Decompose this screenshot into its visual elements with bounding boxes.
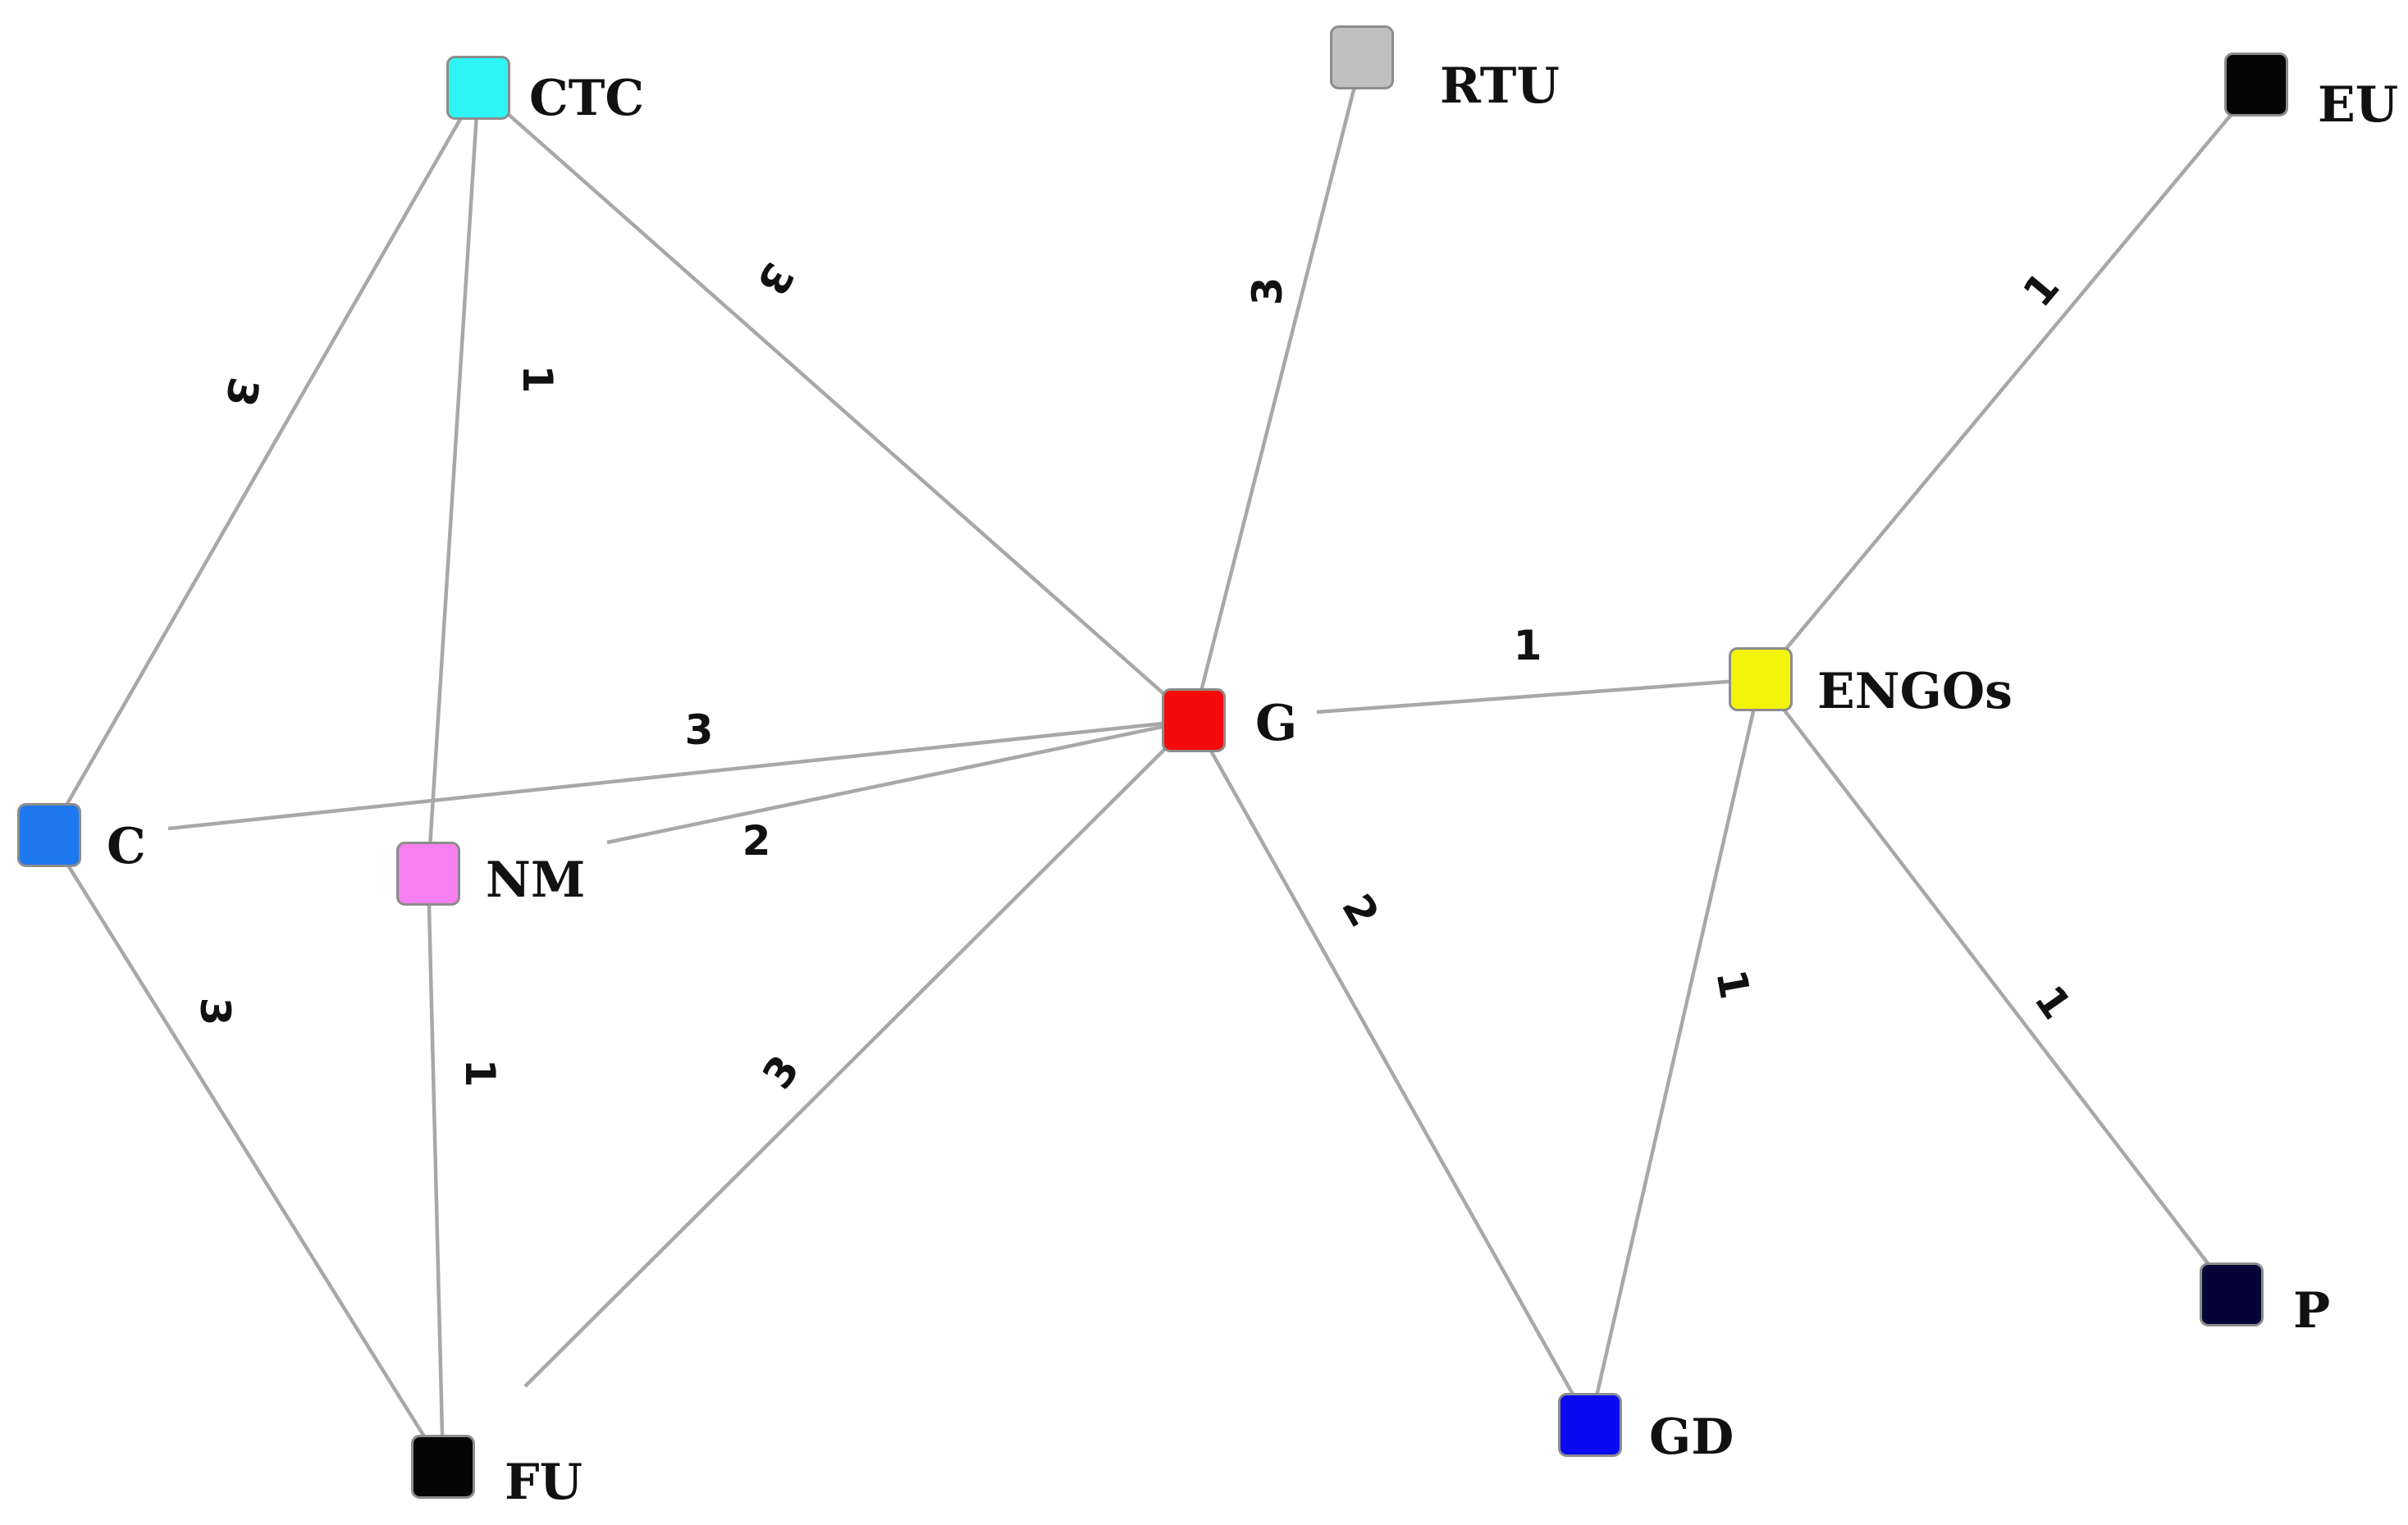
- edge-g-gd: [1192, 719, 1592, 1427]
- edge-weight-label: 1: [2025, 977, 2080, 1028]
- edge-weight-label: 3: [685, 706, 714, 754]
- edge-g-engos: [1316, 677, 1761, 715]
- edge-weight-label: 1: [514, 365, 561, 394]
- edge-ctc-nm: [426, 87, 481, 874]
- edge-weight-label: 3: [747, 254, 803, 303]
- edge-weight-labels: 3 1 3 3 1 1 3 2 3 1 3 2 1 1: [191, 254, 2081, 1097]
- node-square[interactable]: [1330, 25, 1394, 89]
- node-label: RTU: [1440, 57, 1560, 115]
- edge-rtu-g: [1191, 57, 1364, 721]
- node-label: G: [1255, 695, 1297, 752]
- node-square[interactable]: [2224, 53, 2288, 116]
- node-c[interactable]: C: [17, 803, 146, 876]
- node-gd[interactable]: GD: [1558, 1393, 1734, 1467]
- edge-weight-label: 3: [191, 998, 239, 1026]
- edge-weight-label: 2: [743, 817, 771, 865]
- node-rtu[interactable]: RTU: [1330, 25, 1560, 116]
- edge-engos-gd: [1588, 678, 1763, 1426]
- node-label: CTC: [529, 70, 644, 127]
- node-engos[interactable]: ENGOs: [1729, 647, 2013, 721]
- node-eu[interactable]: EU: [2224, 53, 2399, 135]
- node-nm[interactable]: NM: [396, 842, 586, 910]
- node-label: P: [2293, 1282, 2330, 1340]
- edge-c-fu: [48, 833, 445, 1468]
- node-square[interactable]: [1558, 1393, 1622, 1457]
- edge-ctc-g: [477, 86, 1195, 722]
- edge-ctc-c: [48, 86, 480, 837]
- edge-weight-label: 3: [753, 1047, 808, 1098]
- node-square[interactable]: [396, 842, 460, 906]
- node-label: ENGOs: [1817, 663, 2013, 720]
- node-square[interactable]: [446, 56, 510, 120]
- node-fu[interactable]: FU: [411, 1435, 583, 1512]
- node-label: EU: [2318, 76, 2398, 134]
- node-ctc[interactable]: CTC: [446, 56, 645, 128]
- edge-weight-label: 3: [216, 374, 267, 410]
- edge-weight-label: 2: [1332, 886, 1388, 934]
- node-square[interactable]: [411, 1435, 475, 1499]
- edge-engos-p: [1759, 678, 2233, 1296]
- edge-nm-g: [606, 718, 1195, 845]
- node-p[interactable]: P: [2200, 1262, 2331, 1340]
- edge-nm-fu: [426, 873, 446, 1468]
- edge-weight-label: 1: [1514, 622, 1542, 669]
- node-label: C: [107, 818, 146, 875]
- node-g[interactable]: G: [1162, 688, 1298, 753]
- edge-weight-label: 3: [1244, 277, 1291, 306]
- node-square[interactable]: [1729, 647, 1793, 711]
- edge-eu-engos: [1759, 83, 2258, 681]
- edge-weight-label: 1: [2014, 263, 2069, 316]
- edge-weight-label: 1: [1707, 966, 1758, 1002]
- node-square[interactable]: [17, 803, 81, 867]
- edges-layer: [48, 57, 2258, 1468]
- node-label: FU: [505, 1454, 583, 1511]
- node-square[interactable]: [1162, 688, 1226, 752]
- node-square[interactable]: [2200, 1262, 2264, 1326]
- edge-fu-g: [523, 719, 1195, 1388]
- edge-c-g: [167, 718, 1195, 831]
- node-label: GD: [1649, 1409, 1734, 1466]
- edge-weight-label: 1: [456, 1059, 504, 1088]
- node-label: NM: [486, 852, 585, 909]
